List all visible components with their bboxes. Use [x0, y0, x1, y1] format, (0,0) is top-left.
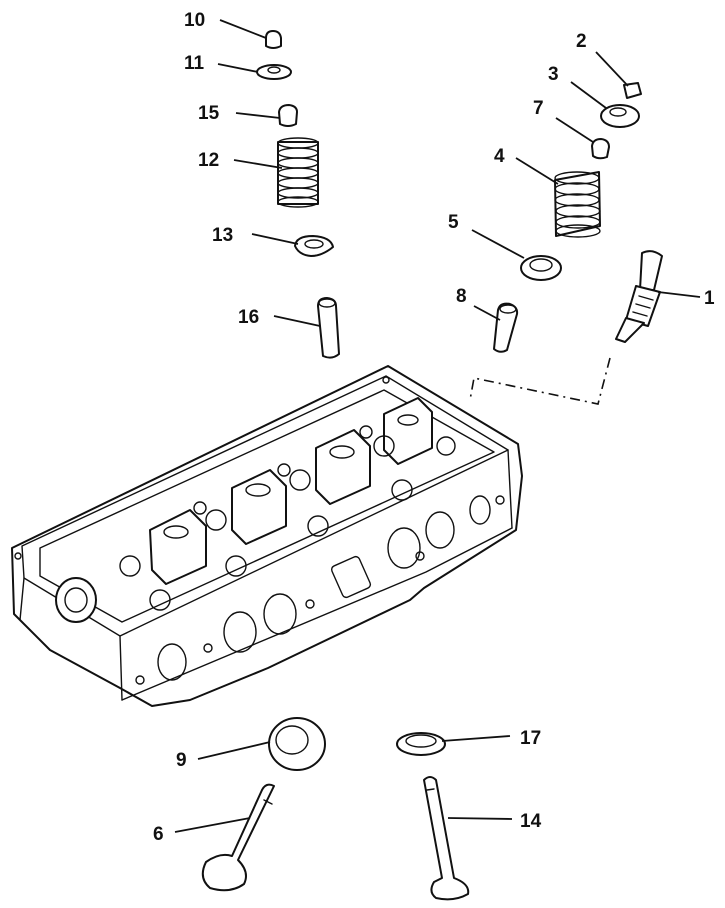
locator-line: [469, 357, 611, 405]
leader-12: [233, 159, 283, 169]
leader-4: [515, 157, 559, 185]
callout-8: 8: [456, 286, 467, 307]
leader-lines: [174, 19, 701, 833]
leader-14: [447, 817, 513, 820]
callout-12: 12: [198, 150, 219, 171]
part-12-valve-spring: [277, 137, 319, 208]
part-9-valve-seat-insert: [268, 717, 326, 771]
part-6-intake-valve: [201, 783, 275, 892]
part-5-valve-oil-seal: [520, 255, 562, 281]
leader-2: [595, 51, 629, 87]
callout-labels: 1 2 3 4 5 6 7 8 9 10 11 12 13 14 15 16 1…: [153, 10, 715, 845]
part-14-exhaust-valve: [423, 776, 470, 901]
leader-11: [217, 63, 259, 73]
callout-16: 16: [238, 307, 259, 328]
leader-9: [197, 741, 271, 760]
callout-13: 13: [212, 225, 233, 246]
leader-10: [219, 19, 267, 39]
part-2-nut: [623, 82, 642, 99]
callout-15: 15: [198, 103, 220, 124]
callout-4: 4: [494, 146, 505, 167]
leader-13: [251, 233, 299, 245]
leader-7: [555, 117, 594, 143]
callout-14: 14: [520, 811, 542, 832]
callout-3: 3: [548, 64, 559, 85]
part-16-valve-guide: [317, 297, 340, 359]
leader-17: [441, 735, 511, 742]
part-3-spring-retainer: [600, 104, 640, 128]
leader-1: [657, 291, 701, 298]
part-7-valve-keeper: [591, 138, 610, 160]
cylinder-head: [11, 365, 523, 707]
callout-17: 17: [520, 728, 541, 749]
callout-7: 7: [533, 98, 544, 119]
callout-2: 2: [576, 31, 587, 52]
part-11-valve-keeper: [256, 64, 292, 80]
part-13-spring-seat: [294, 235, 334, 257]
leader-6: [174, 817, 251, 833]
part-4-valve-spring: [554, 171, 601, 238]
leader-16: [273, 315, 321, 327]
callout-1: 1: [704, 288, 715, 309]
part-1-glow-plug: [615, 250, 663, 343]
callout-10: 10: [184, 10, 205, 31]
callout-5: 5: [448, 212, 459, 233]
leader-3: [570, 81, 607, 109]
leader-15: [235, 112, 281, 119]
callout-9: 9: [176, 750, 187, 771]
part-10-valve-stem-cap: [265, 30, 282, 49]
leader-5: [471, 229, 525, 259]
callout-11: 11: [184, 53, 205, 74]
callout-6: 6: [153, 824, 164, 845]
part-15-valve-keeper: [278, 104, 298, 127]
part-17-valve-seat-insert: [396, 732, 446, 756]
part-8-valve-guide: [493, 302, 519, 353]
leader-8: [473, 305, 501, 321]
